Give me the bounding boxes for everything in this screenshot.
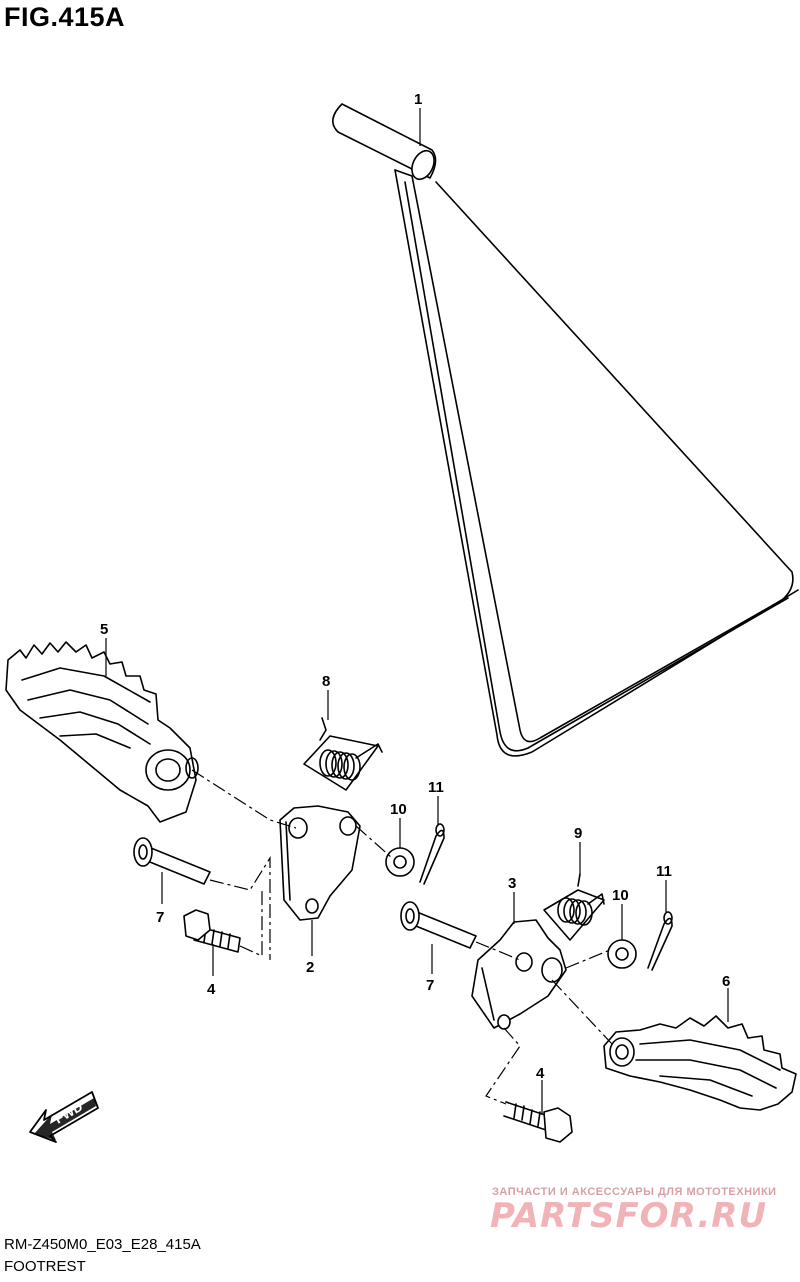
callout-4-right: 4 — [536, 1065, 545, 1082]
washer-left-part[interactable] — [385, 847, 415, 877]
callout-4-left: 4 — [207, 981, 216, 998]
callout-7-left: 7 — [156, 909, 164, 926]
callout-3: 3 — [508, 875, 516, 892]
callout-10-right: 10 — [612, 887, 629, 904]
left-footpeg-part[interactable] — [5, 641, 199, 823]
diagram-caption: FOOTREST — [4, 1258, 86, 1275]
callout-8: 8 — [322, 673, 330, 690]
leader-lines — [105, 108, 729, 1114]
pin-left-part[interactable] — [133, 837, 211, 885]
diagram-code: RM-Z450M0_E03_E28_415A — [4, 1236, 201, 1253]
stand-part[interactable] — [332, 103, 799, 757]
callout-1: 1 — [414, 91, 422, 108]
figure-title: FIG.415A — [4, 2, 126, 32]
cotter-pin-left-part[interactable] — [419, 823, 445, 885]
right-footpeg-part[interactable] — [603, 1015, 797, 1111]
pin-right-part[interactable] — [400, 901, 477, 949]
callout-11-left: 11 — [428, 779, 444, 796]
bolt-right-part[interactable] — [503, 1101, 573, 1143]
bolt-left-part[interactable] — [183, 909, 241, 953]
cotter-pin-right-part[interactable] — [647, 911, 673, 971]
left-bracket-part[interactable] — [279, 805, 361, 921]
callout-10-left: 10 — [390, 801, 407, 818]
spring-left-part[interactable] — [303, 717, 383, 791]
callout-7-right: 7 — [426, 977, 434, 994]
arrow-left-icon — [29, 1091, 99, 1143]
fwd-direction-badge: FWD — [29, 1091, 99, 1143]
callout-6: 6 — [722, 973, 730, 990]
spring-right-part[interactable] — [543, 873, 605, 941]
watermark-tagline: ЗАПЧАСТИ И АКСЕССУАРЫ ДЛЯ МОТОТЕХНИКИ — [492, 1186, 777, 1198]
washer-right-part[interactable] — [607, 939, 637, 969]
callout-9: 9 — [574, 825, 582, 842]
watermark-brand: PARTSFOR.RU — [490, 1196, 768, 1236]
callout-2: 2 — [306, 959, 314, 976]
right-bracket-part[interactable] — [471, 919, 567, 1030]
assembly-lines — [191, 769, 613, 1105]
callout-11-right: 11 — [656, 863, 672, 880]
callout-5: 5 — [100, 621, 108, 638]
